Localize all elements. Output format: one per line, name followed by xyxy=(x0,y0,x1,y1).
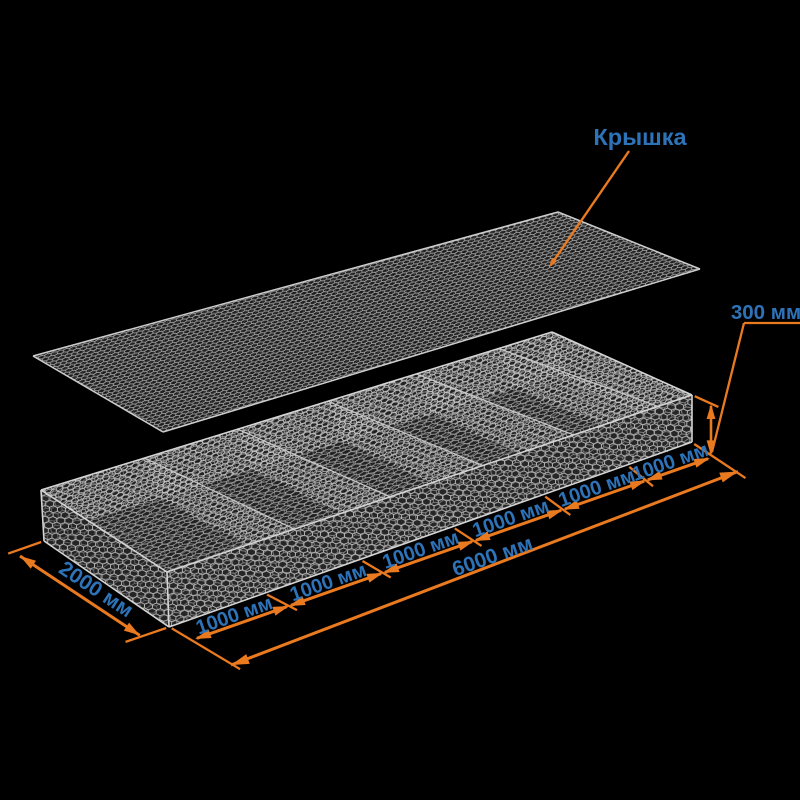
svg-text:300 мм: 300 мм xyxy=(731,301,800,324)
svg-text:Крышка: Крышка xyxy=(593,124,687,150)
